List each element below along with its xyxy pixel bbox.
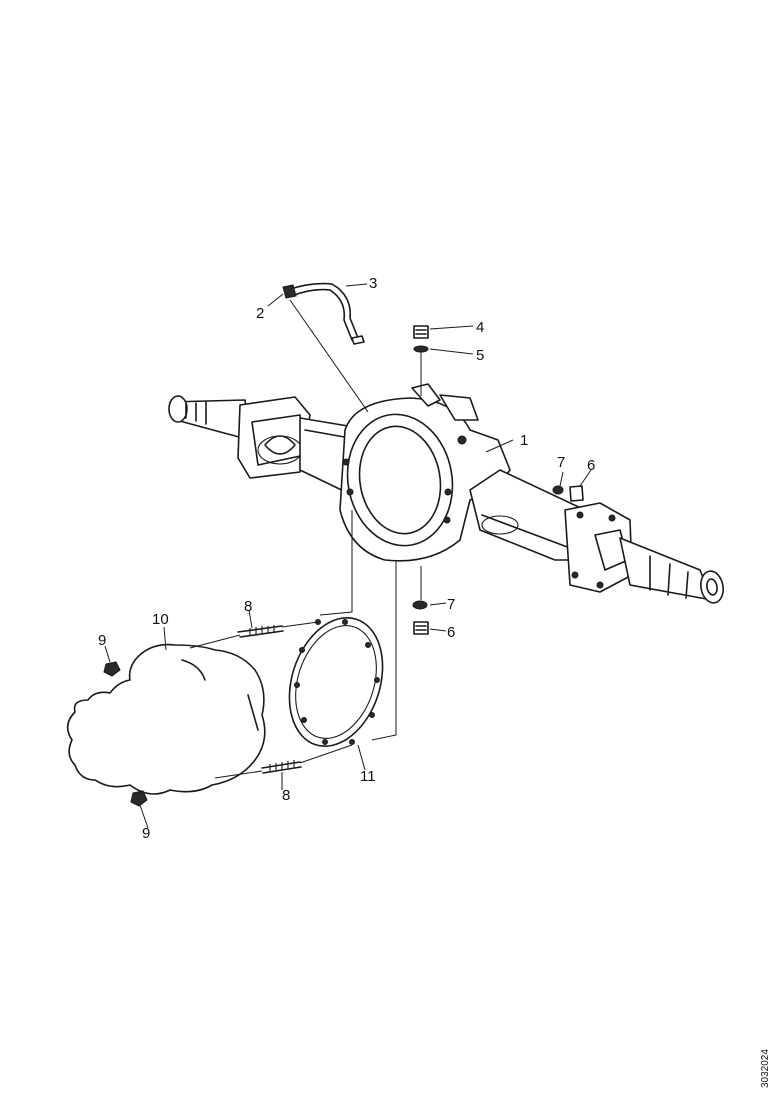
assembly-lines (189, 299, 422, 779)
callout-6-upper: 6 (587, 457, 595, 474)
studs-and-nuts (103, 625, 302, 807)
callout-11: 11 (360, 768, 376, 785)
cover-gasket (288, 616, 384, 748)
axle-housing (168, 383, 724, 604)
callout-9-lower: 9 (142, 825, 150, 842)
filler-plug (413, 325, 429, 353)
callout-7-upper: 7 (557, 454, 565, 471)
callout-1: 1 (520, 432, 528, 449)
breather-pipe (282, 282, 365, 345)
callout-5: 5 (476, 347, 484, 364)
callout-4: 4 (476, 319, 484, 336)
drawing-reference-code: 3032024 (760, 1049, 771, 1088)
callout-leaders (104, 283, 592, 829)
callout-8-upper: 8 (244, 598, 252, 615)
callout-2: 2 (256, 305, 264, 322)
callout-10: 10 (152, 611, 169, 628)
callout-7-lower: 7 (447, 596, 455, 613)
callout-labels: 1 2 3 4 5 6 7 7 6 8 8 9 9 10 11 (98, 275, 595, 842)
callout-6-lower: 6 (447, 624, 455, 641)
drain-plugs (412, 485, 584, 635)
callout-9-upper: 9 (98, 632, 106, 649)
callout-3: 3 (369, 275, 377, 292)
callout-8-lower: 8 (282, 787, 290, 804)
axle-cover (66, 643, 266, 795)
